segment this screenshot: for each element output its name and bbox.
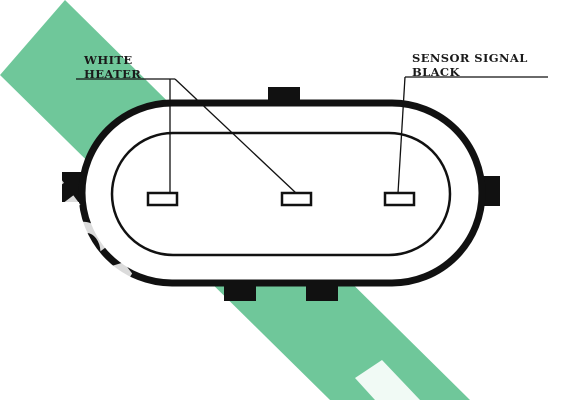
pin-white-heater: [146, 191, 179, 207]
pin-center: [280, 191, 313, 207]
label-heater: HEATER: [84, 67, 142, 81]
leader-lines: [76, 76, 548, 194]
leader-line-right-down: [397, 76, 406, 194]
leader-line-left-diag: [174, 78, 297, 194]
watermark-logo-mark: [355, 360, 420, 400]
pin-sensor-signal: [383, 191, 416, 207]
connector-inner-shell: [110, 131, 452, 257]
label-black: BLACK: [412, 65, 460, 79]
label-white: WHITE: [84, 53, 133, 67]
label-sensor-signal: SENSOR SIGNAL: [412, 51, 528, 65]
